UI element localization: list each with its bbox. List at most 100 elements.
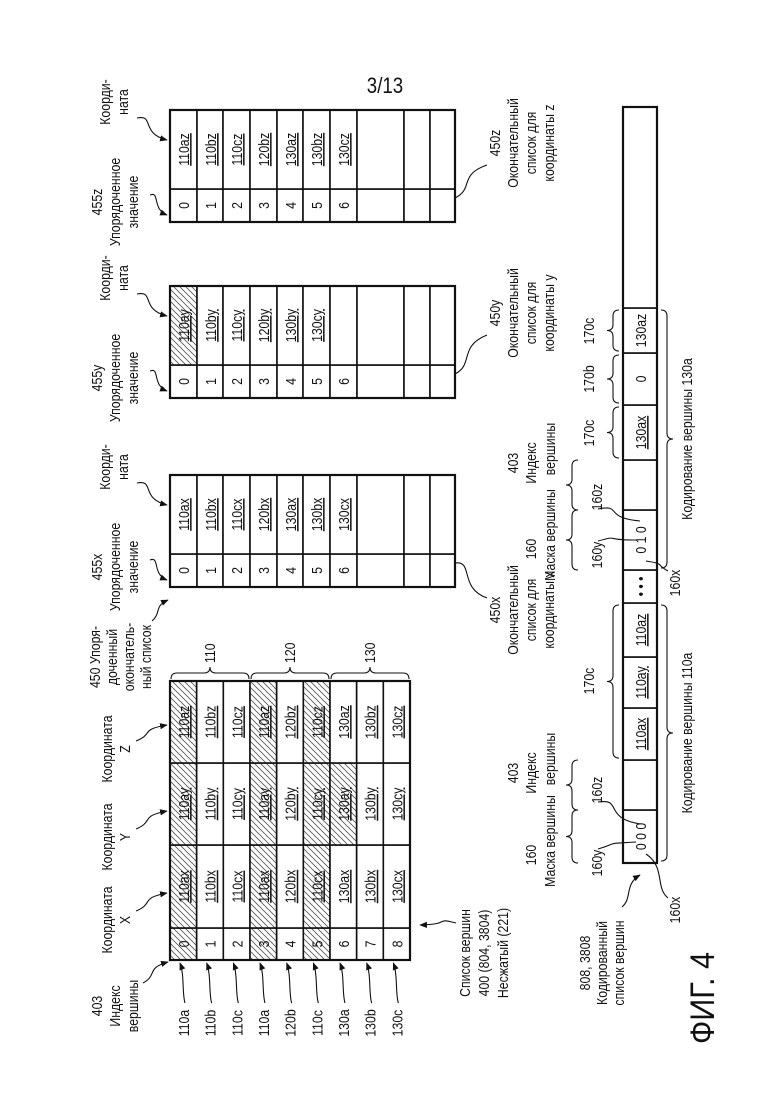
ordered-index-text: 0 [176,567,192,574]
vertex-encoding-brace [661,310,673,568]
header-z-arrow [136,725,167,741]
header-vertex-index: 403 [89,995,105,1016]
cell-text-x: 130ax [336,870,352,904]
value-cell [404,286,430,365]
ordered-coord-header: ната [115,89,131,115]
encoded-cell-text: 130ax [633,416,649,450]
row-ref-label: 110b [203,1009,219,1036]
vertex-index-label: Индекс [523,442,539,483]
ordered-index-text: 6 [336,567,352,574]
ordered-index-text: 4 [283,378,299,385]
row-ref-label: 110c [309,1010,325,1036]
ordered-value-header: Упорядоченное [107,334,123,423]
ordered-value-header: Упорядоченное [107,523,123,612]
coord-label: 170b [581,365,597,393]
coord-brace [607,355,619,403]
value-cell [330,286,357,365]
vertex-encoding-label: Кодирование вершины 110a [679,652,695,813]
final-list-caption: координаты y [541,274,557,351]
final-list-leader [455,563,487,598]
coord-label: 170c [581,318,597,345]
ordered-value-text: 130bz [309,133,325,167]
final-list-leader [455,335,487,374]
header-ordered-list: доченный [104,629,120,685]
ordered-coord-header: ната [115,265,131,291]
cell-text-index: 7 [363,941,379,948]
encoded-cell [623,760,657,810]
ordered-value-arrow [150,559,167,580]
vertex-mask-ref: 160 [523,844,539,865]
encoded-list-caption: 808, 3808 [577,935,593,990]
mask-brace [566,510,578,570]
group-brace [171,667,249,679]
cell-text-index: 1 [203,941,219,948]
ordered-index-text: 4 [283,202,299,209]
index-cell [357,189,404,222]
coord-brace [607,605,619,758]
final-list-caption: 450y [487,300,503,327]
group-label: 120 [282,642,298,663]
index-cell [404,189,430,222]
encoded-cell-text: 0 [633,375,649,382]
mask-brace [566,810,578,863]
ordered-value-text: 130bx [309,498,325,532]
row-ref-label: 130b [363,1009,379,1037]
bit-label-z: 160z [589,484,605,511]
ordered-value-header: значение [125,175,141,228]
vertex-index-label: вершины [542,423,558,475]
value-cell [357,286,404,365]
ordered-value-text: 110cx [229,498,245,530]
ordered-value-text: 110by [203,309,219,342]
vertex-mask-ref: 160 [523,538,539,559]
ordered-value-header: 455y [89,365,105,392]
ordered-coord-arrow [137,483,167,505]
ordered-coord-header: Коорди- [97,444,113,490]
vertex-encoding-label: Кодирование вершины 130a [679,358,695,520]
encoded-cell-text: 130az [633,314,649,348]
ordered-coord-arrow [137,118,167,140]
vertex-index-ref: 403 [505,452,521,473]
index-brace [566,760,578,810]
cell-text-z: 110cz [309,706,325,738]
value-cell [430,110,455,189]
ordered-list-arrow [152,600,168,621]
cell-text-z: 110az [256,706,272,739]
value-cell [357,475,404,554]
row-ref-label: 110c [229,1010,245,1036]
ordered-value-text: 120bx [256,498,272,532]
vertex-mask-label: Маска вершины [542,795,558,887]
cell-text-index: 2 [229,941,245,948]
ordered-value-arrow [150,370,167,391]
cell-text-y: 110ay [176,788,192,821]
rotated-figure: ФИГ. 40110ax110ay110az110a1110bx110by110… [87,79,721,1044]
cell-text-x: 110cx [229,870,245,902]
encoded-cell-text: 0 0 0 [633,822,649,850]
final-list-caption: список для [523,579,539,642]
row-ref-label: 110a [256,1009,272,1036]
header-coord-y: Y [117,833,133,841]
header-coord-z: Z [117,745,133,753]
index-cell [357,554,404,587]
header-coord-x: Координата [99,886,115,953]
final-list-caption: список для [523,112,539,175]
ordered-value-text: 130by [283,309,299,343]
index-cell [430,365,455,398]
encoded-list-arrow [622,875,640,907]
ordered-value-text: 110ay [176,309,192,342]
coord-label: 170c [581,420,597,447]
cell-text-index: 3 [256,940,272,947]
figure-label: ФИГ. 4 [684,952,722,1044]
encoded-list-caption: Кодированный [594,921,610,1005]
header-coord-y: Координата [99,803,115,870]
cell-text-z: 130cz [389,705,405,738]
cell-text-x: 130bx [363,870,379,904]
vertex-list-caption-arrow [420,921,456,925]
final-list-caption: Окончательный [505,565,521,655]
value-cell [404,475,430,554]
cell-text-index: 4 [283,940,299,947]
header-ordered-list: ный список [138,624,154,689]
page-number: 3/13 [367,75,403,99]
cell-text-index: 8 [389,940,405,947]
encoded-cell [623,107,657,308]
ordered-coord-header: Коорди- [97,255,113,301]
